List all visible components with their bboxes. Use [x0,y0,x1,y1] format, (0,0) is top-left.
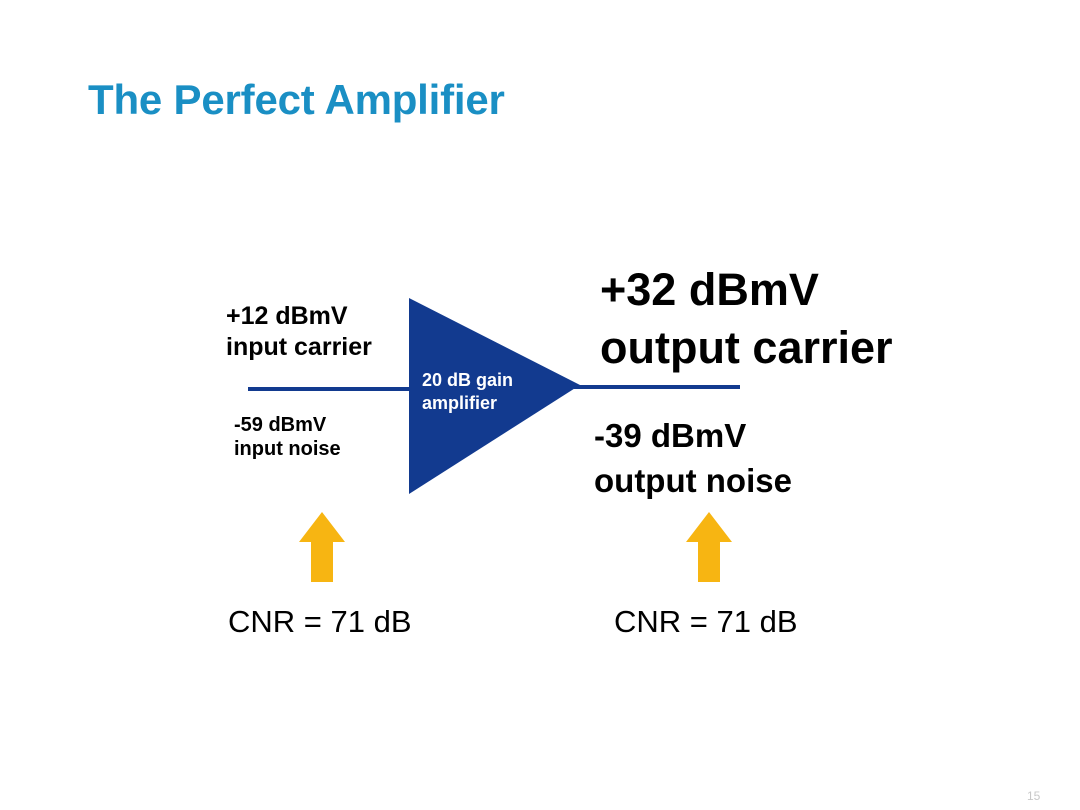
amplifier-triangle [409,298,580,494]
page-number: 15 [1027,789,1041,803]
cnr-input-label: CNR = 71 dB [228,604,412,639]
output-carrier-text: output carrier [600,321,893,373]
output-noise-text: output noise [594,461,792,499]
output-noise-level: -39 dBmV [594,417,747,454]
input-noise-level: -59 dBmV [234,414,327,436]
input-noise-text: input noise [234,438,341,461]
up-arrow-right [686,512,732,582]
amplifier-label-line1: 20 dB gain [422,370,514,390]
input-carrier-text: input carrier [226,332,372,361]
output-noise-label: -39 dBmV output noise [594,414,792,504]
slide-title: The Perfect Amplifier [88,76,505,123]
cnr-output-label: CNR = 71 dB [614,604,798,639]
input-carrier-label: +12 dBmV input carrier [226,301,372,362]
up-arrow-left [299,512,345,582]
output-carrier-level: +32 dBmV [600,264,819,315]
amplifier-label-line2: amplifier [422,392,498,413]
amplifier-label: 20 dB gain amplifier [422,369,513,414]
input-carrier-level: +12 dBmV [226,302,348,330]
output-carrier-label: +32 dBmV output carrier [600,261,893,376]
input-noise-label: -59 dBmV input noise [234,413,341,462]
